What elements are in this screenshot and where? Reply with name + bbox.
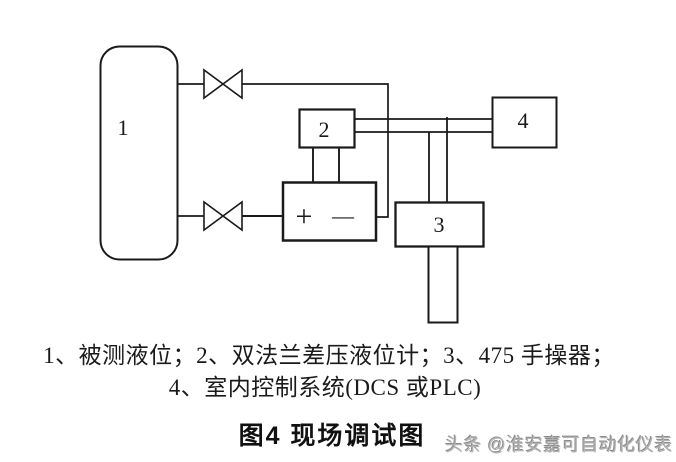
communicator-label: 3 [434,212,445,237]
watermark-text: 头条 @淮安嘉可自动化仪表 [445,435,673,455]
bottom-valve-icon [203,200,243,232]
transmitter-head-box [298,108,356,149]
figure-caption: 图4 现场调试图 [238,422,426,450]
dp-capsule-box [281,181,378,242]
tank-vessel [99,45,179,261]
legend-line-1: 1、被测液位；2、双法兰差压液位计；3、475 手操器； [43,343,615,368]
impulse-line-top-run [242,83,389,218]
control-system-label: 4 [518,108,529,133]
transmitter-head-label: 2 [319,117,330,142]
control-system-box [491,96,558,149]
tank-label: 1 [118,115,129,140]
communicator-handle [427,245,459,324]
legend-line-2: 4、室内控制系统(DCS 或PLC) [168,375,482,400]
plus-sign: + [296,200,313,233]
minus-sign: — [331,203,355,228]
top-valve-icon [203,68,243,100]
process-diagram: 1 2 + — 3 [99,45,558,324]
